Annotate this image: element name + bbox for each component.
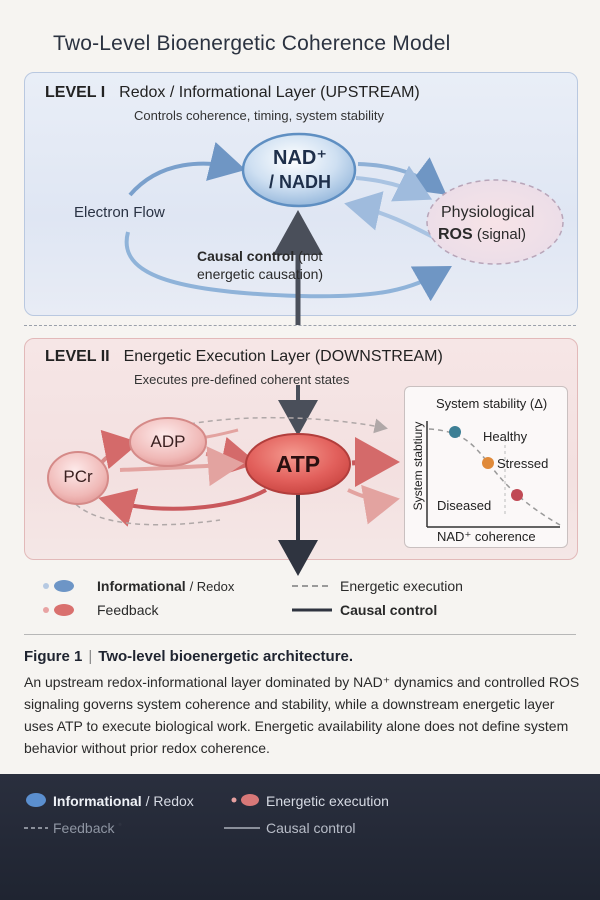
legend-feedback-blob: [54, 604, 74, 616]
level-1-heading: LEVEL I Redox / Informational Layer (UPST…: [45, 84, 420, 102]
nad-label-line1: NAD⁺: [273, 147, 327, 169]
level-1-name: Redox / Informational Layer (UPSTREAM): [119, 84, 420, 101]
legend-energetic: Energetic execution: [340, 578, 463, 594]
footer-informational-bold: Informational: [53, 793, 142, 809]
ros-node: [426, 179, 564, 265]
inset-title: System stability (Δ): [436, 396, 548, 411]
legend-feedback-dot: [43, 607, 49, 613]
caption-sep: |: [88, 648, 93, 665]
arrow-nad-to-ros-2: [355, 165, 433, 202]
legend-informational: Informational / Redox: [97, 578, 234, 594]
footer-energetic: Energetic execution: [266, 793, 389, 809]
nad-label: NAD⁺ / NADH: [244, 146, 356, 194]
caption-rule: [24, 634, 576, 635]
feedback-dashed: [69, 497, 221, 526]
level-1-subtitle: Controls coherence, timing, system stabi…: [134, 108, 384, 123]
caption-heading: Two-level bioenergetic architecture.: [98, 648, 354, 665]
causal-note-bold: Causal control: [197, 248, 295, 264]
point-diseased: [511, 489, 523, 501]
arrow-pcr-to-atp: [119, 446, 244, 487]
arrow-atp-to-inset: [351, 437, 400, 488]
legend-lines: [292, 585, 332, 612]
inset-y-label: System stabtiury: [411, 421, 425, 511]
footer-swatches: [24, 793, 260, 829]
caption-title: Figure 1 | Two-level bioenergetic architec…: [24, 648, 353, 665]
caption-body: An upstream redox-informational layer do…: [24, 674, 580, 756]
legend-info-dot: [43, 583, 49, 589]
caption-label: Figure 1: [24, 648, 83, 665]
footer-causal: Causal control: [266, 820, 356, 836]
label-healthy: Healthy: [483, 429, 528, 444]
adp-node: [129, 417, 207, 467]
pcr-node: [47, 451, 109, 505]
level-2-heading: LEVEL II Energetic Execution Layer (DOWNS…: [45, 348, 443, 366]
causal-note-rest: (not: [298, 248, 323, 264]
ros-label-bold: ROS: [438, 226, 473, 243]
arrow-atp-to-pcr: [98, 488, 267, 527]
label-stressed: Stressed: [497, 456, 549, 471]
footer-legend: Informational / Redox Feedback Energetic…: [0, 774, 600, 900]
point-healthy: [449, 426, 461, 438]
atp-node: [245, 433, 351, 495]
electron-flow-label: Electron Flow: [74, 204, 165, 221]
pcr-label: PCr: [63, 467, 93, 486]
ros-label-line1: Physiological: [441, 204, 535, 221]
causal-control-note: Causal control (not energetic causation): [197, 247, 323, 283]
atp-label: ATP: [275, 451, 321, 477]
footer-info-blob: [26, 793, 46, 807]
arrow-ros-to-nad: [344, 191, 436, 240]
level-2-subtitle: Executes pre-defined coherent states: [134, 372, 350, 387]
nad-node: [241, 132, 357, 208]
legend-informational-bold: Informational: [97, 578, 186, 594]
diagram-canvas: [47, 132, 564, 576]
inset-x-label: NAD⁺ coherence: [437, 529, 536, 544]
label-diseased: Diseased: [437, 498, 492, 513]
footer-energetic-dot: [231, 797, 237, 803]
point-stressed: [482, 457, 494, 469]
legend-informational-rest: / Redox: [189, 579, 235, 594]
ros-label-rest: (signal): [476, 226, 527, 243]
legend-feedback: Feedback: [97, 602, 159, 618]
footer-informational-rest: / Redox: [145, 793, 194, 809]
stability-inset: System stability (Δ) System stabtiury He…: [404, 386, 568, 548]
arrow-atp-to-inset-2: [347, 484, 400, 525]
footer-informational: Informational / Redox: [53, 793, 194, 809]
causal-note-line2: energetic causation): [197, 266, 324, 282]
level-divider: [24, 325, 576, 326]
legend-swatches: [43, 580, 74, 616]
footer-feedback: Feedback: [53, 820, 115, 836]
nad-label-line2: / NADH: [269, 172, 331, 192]
adp-label: ADP: [150, 432, 186, 451]
arrow-adp-to-atp: [205, 436, 258, 477]
legend-causal: Causal control: [340, 602, 438, 618]
figure-title: Two-Level Bioenergetic Coherence Model: [53, 32, 451, 55]
level-2-name: Energetic Execution Layer (DOWNSTREAM): [123, 348, 443, 365]
arrow-loop-bottom: [124, 231, 452, 302]
inset-plot: [426, 421, 561, 528]
legend-info-blob: [54, 580, 74, 592]
arrow-pcr-to-adp: [100, 429, 140, 470]
arrow-electron-to-nad: [128, 141, 246, 197]
level-2-tag: LEVEL II: [45, 348, 110, 365]
level-1-tag: LEVEL I: [45, 84, 106, 101]
ros-label-line2: ROS (signal): [438, 226, 526, 244]
footer-energetic-blob: [241, 794, 259, 806]
arrow-adp-to-inset: [189, 416, 388, 434]
